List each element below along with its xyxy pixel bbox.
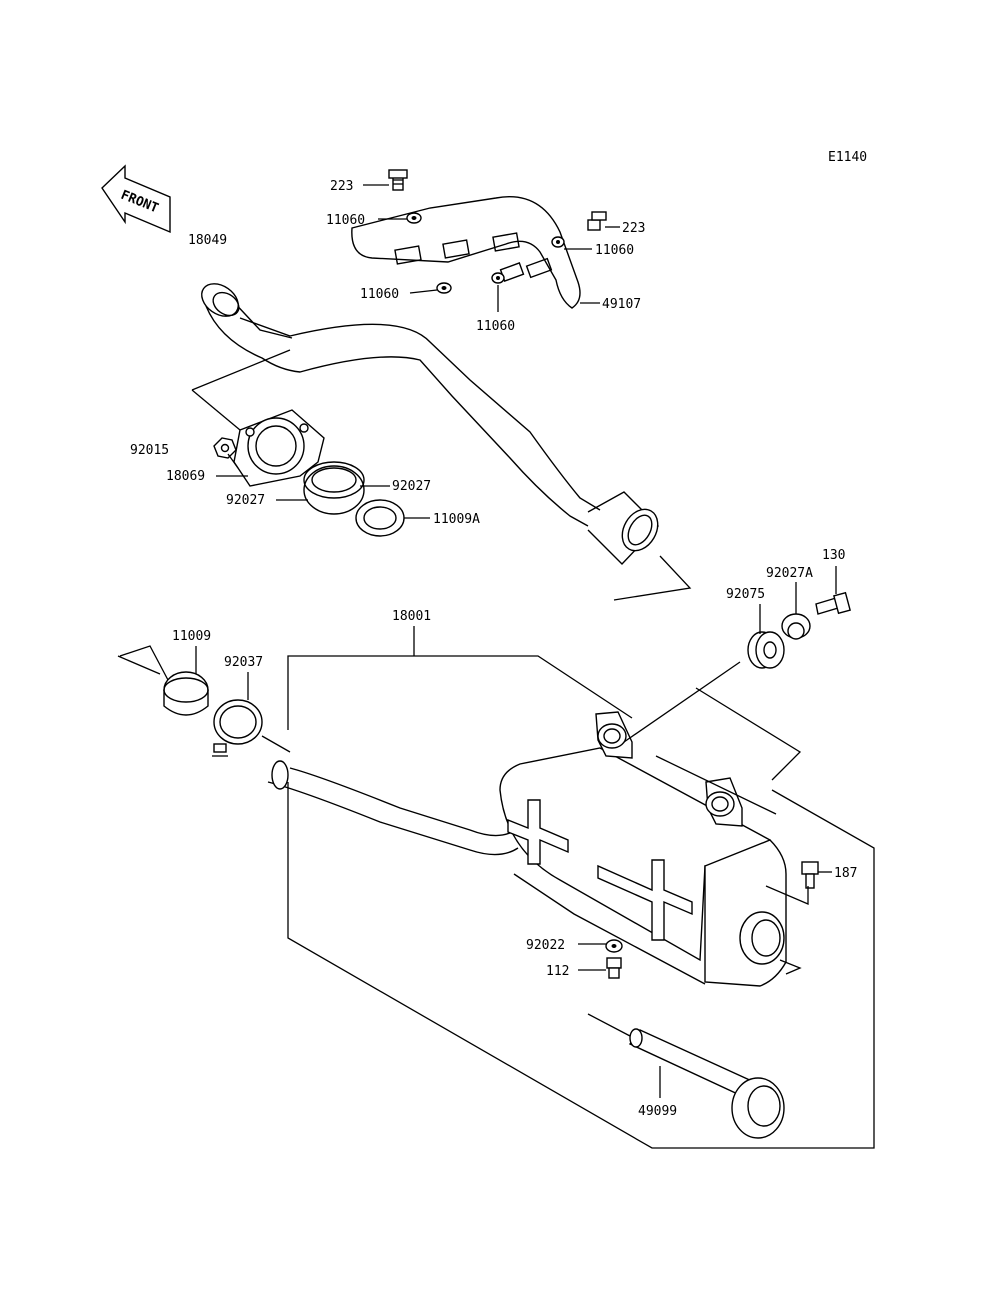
bolt-130-part [815, 591, 851, 615]
label-112: 112 [546, 964, 569, 979]
collar-92027A-part [781, 613, 811, 640]
label-11060-a: 11060 [326, 213, 365, 228]
clamp-92037-part [212, 699, 263, 757]
leader-lines [117, 184, 875, 1149]
label-187: 187 [834, 866, 857, 881]
nut-92015-part [213, 437, 237, 459]
label-223-top: 223 [330, 179, 353, 194]
label-18069: 18069 [166, 469, 205, 484]
gasket-11009-part [163, 671, 209, 716]
label-92022: 92022 [526, 938, 565, 953]
label-92027-b: 92027 [226, 493, 265, 508]
label-92075: 92075 [726, 587, 765, 602]
label-92027A: 92027A [766, 566, 813, 581]
label-223-right: 223 [622, 221, 645, 236]
muffler-part [267, 711, 787, 987]
damper-92075-part [747, 631, 785, 669]
seal-92027-part [303, 461, 365, 515]
diagram-code: E1140 [828, 150, 867, 165]
bolt-223-top-part [388, 169, 408, 191]
washer-11060-parts [406, 212, 565, 294]
label-18001: 18001 [392, 609, 431, 624]
label-11060-b: 11060 [360, 287, 399, 302]
label-18049: 18049 [188, 233, 227, 248]
label-92015: 92015 [130, 443, 169, 458]
plug-112-part [606, 957, 622, 979]
front-arrow-icon: FRONT [101, 164, 171, 234]
label-11060-c: 11060 [595, 243, 634, 258]
label-49107: 49107 [602, 297, 641, 312]
spark-arrester-49099-part [628, 1028, 785, 1139]
label-49099: 49099 [638, 1104, 677, 1119]
label-11009: 11009 [172, 629, 211, 644]
label-11009A: 11009A [433, 512, 480, 527]
flange-18069-part [233, 409, 325, 487]
label-92037: 92037 [224, 655, 263, 670]
bolt-223-right-part [587, 211, 607, 231]
label-130: 130 [822, 548, 845, 563]
gasket-11009A-part [355, 499, 405, 537]
label-92027-a: 92027 [392, 479, 431, 494]
bolt-187-part [801, 861, 819, 889]
washer-92022-part [605, 939, 623, 953]
exhaust-pipe-part [201, 283, 659, 566]
label-11060-d: 11060 [476, 319, 515, 334]
